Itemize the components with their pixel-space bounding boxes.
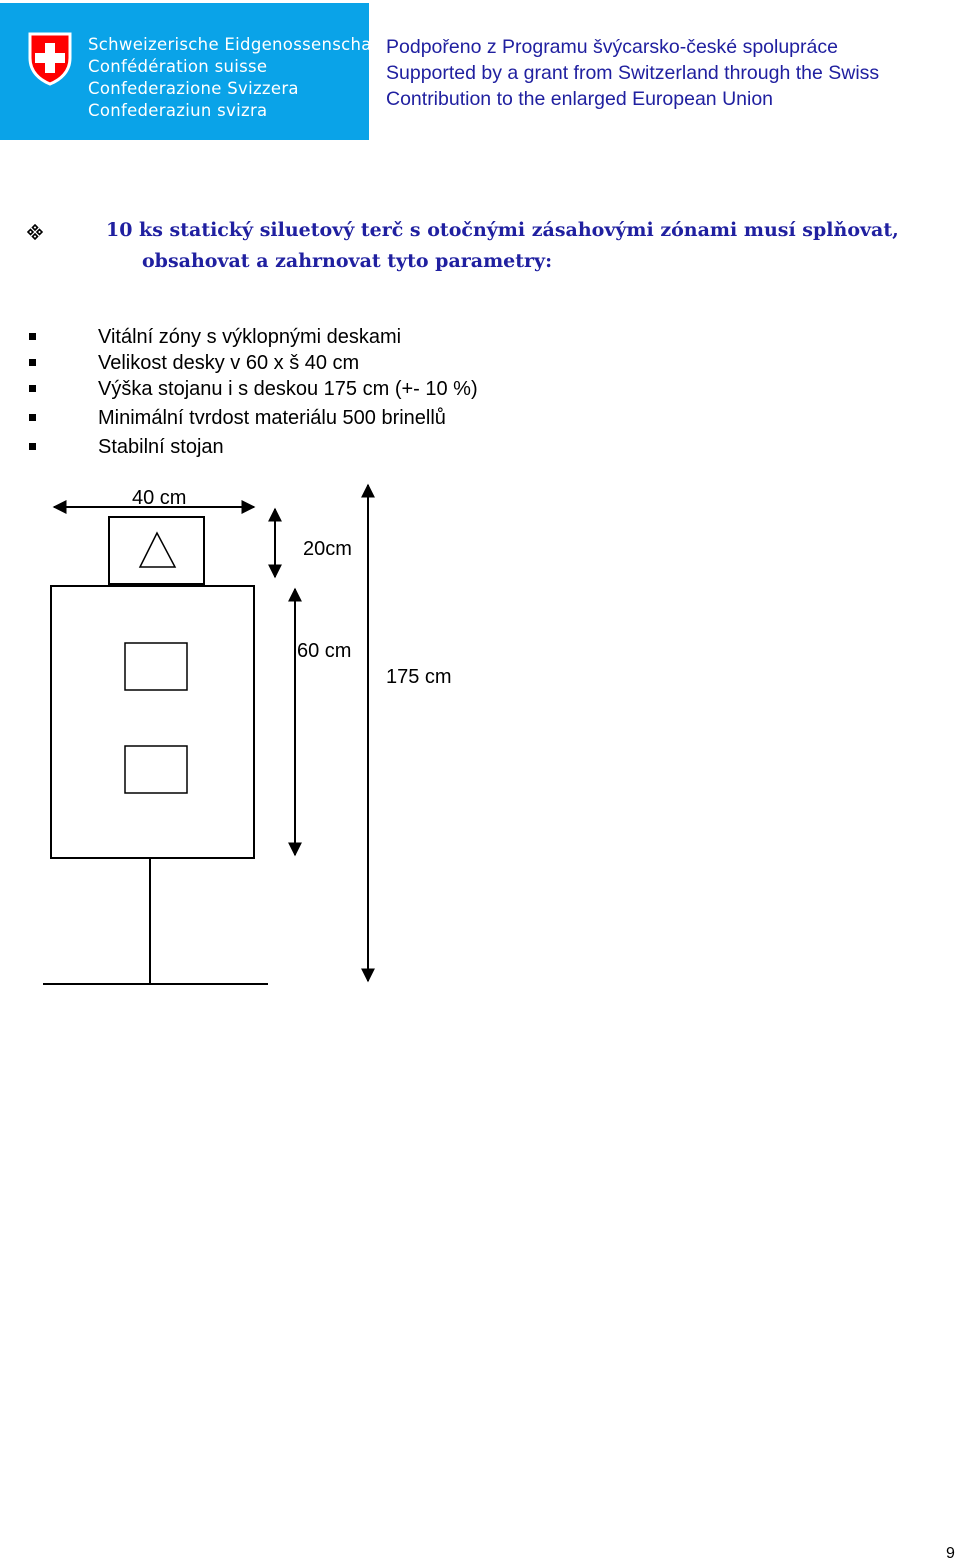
- diamond-bullet-icon: [26, 223, 44, 245]
- swiss-cross-shield-icon: [26, 32, 74, 91]
- logo-line-italian: Confederazione Svizzera: [88, 79, 299, 98]
- page-number: 9: [946, 1545, 955, 1562]
- swiss-confederation-logo: Schweizerische Eidgenossenschaft Confédé…: [0, 3, 384, 140]
- logo-line-french: Confédération suisse: [88, 57, 268, 76]
- logo-line-german: Schweizerische Eidgenossenschaft: [88, 35, 385, 54]
- head-plate: [108, 516, 205, 585]
- triangle-zone-icon: [138, 531, 177, 568]
- heading-line-2: obsahovat a zahrnovat tyto parametry:: [142, 250, 553, 272]
- total-height-label: 175 cm: [386, 666, 452, 688]
- support-line-english-2: Contribution to the enlarged European Un…: [386, 88, 774, 110]
- head-height-label: 20cm: [303, 538, 352, 560]
- logo-line-romansh: Confederaziun svizra: [88, 101, 268, 120]
- vital-zone-lower: [124, 745, 188, 794]
- width-label: 40 cm: [132, 487, 186, 509]
- vital-zone-upper: [124, 642, 188, 691]
- heading-line-1: 10 ks statický siluetový terč s otočnými…: [106, 219, 899, 241]
- board-height-label: 60 cm: [297, 640, 351, 662]
- body-board: [50, 585, 255, 859]
- square-bullet-icon: [29, 443, 36, 450]
- square-bullet-icon: [29, 385, 36, 392]
- support-statement: Podpořeno z Programu švýcarsko-české spo…: [386, 34, 879, 112]
- target-diagram: 40 cm 20cm 60 cm 175 cm: [43, 483, 452, 985]
- square-bullet-icon: [29, 359, 36, 366]
- support-line-english-1: Supported by a grant from Switzerland th…: [386, 62, 880, 84]
- support-line-czech: Podpořeno z Programu švýcarsko-české spo…: [386, 36, 838, 58]
- square-bullet-icon: [29, 333, 36, 340]
- square-bullet-icon: [29, 414, 36, 421]
- logo-text: Schweizerische Eidgenossenschaft Confédé…: [88, 34, 384, 122]
